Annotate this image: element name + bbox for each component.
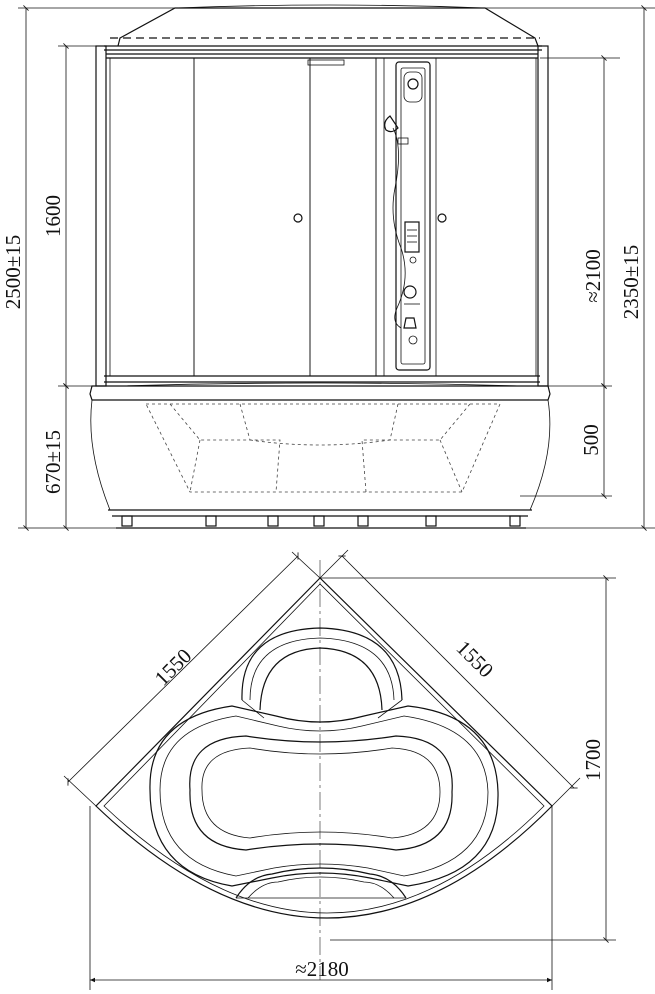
plan-dimensions <box>63 549 616 990</box>
foot <box>425 515 437 527</box>
shower-column <box>384 61 431 371</box>
foot <box>357 515 369 527</box>
foot <box>205 515 217 527</box>
foot <box>509 515 521 527</box>
dim-side-left: 1550 <box>150 644 197 691</box>
overhead-shower-icon <box>407 78 419 90</box>
dim-tub-height: 500 <box>579 424 603 456</box>
hand-shower-icon <box>384 115 399 133</box>
cabin-frame <box>95 45 549 387</box>
left-door-panel <box>193 57 311 377</box>
foot <box>267 515 279 527</box>
bathtub <box>89 382 551 517</box>
door-knob-left <box>293 213 303 223</box>
foot <box>121 515 133 527</box>
right-door-panel <box>309 57 377 377</box>
control-panel-icon <box>404 221 420 253</box>
dim-cabin-height: ≈2100 <box>581 249 605 303</box>
foot <box>313 515 325 527</box>
headrest-bottom <box>235 867 407 899</box>
roof-dome <box>104 4 542 51</box>
mixer-knob-icon <box>403 285 417 299</box>
dim-height-no-base: 2350±15 <box>619 245 643 320</box>
dim-base-height: 670±15 <box>41 430 65 494</box>
inner-basin <box>189 735 453 851</box>
dim-side-right: 1550 <box>452 636 499 683</box>
plan-view: 1550 1550 1700 ≈2180 <box>63 549 616 990</box>
tub-outline <box>95 577 553 919</box>
support-feet <box>116 515 526 529</box>
front-view: 2500±15 1600 670±15 ≈2100 2350±15 500 <box>1 4 655 531</box>
front-dimensions <box>18 5 655 531</box>
door-knob-right <box>437 213 447 223</box>
dim-glass-height: 1600 <box>41 195 65 237</box>
dim-width: ≈2180 <box>295 957 349 981</box>
dim-total-height: 2500±15 <box>1 235 25 310</box>
dim-depth: 1700 <box>581 739 605 781</box>
